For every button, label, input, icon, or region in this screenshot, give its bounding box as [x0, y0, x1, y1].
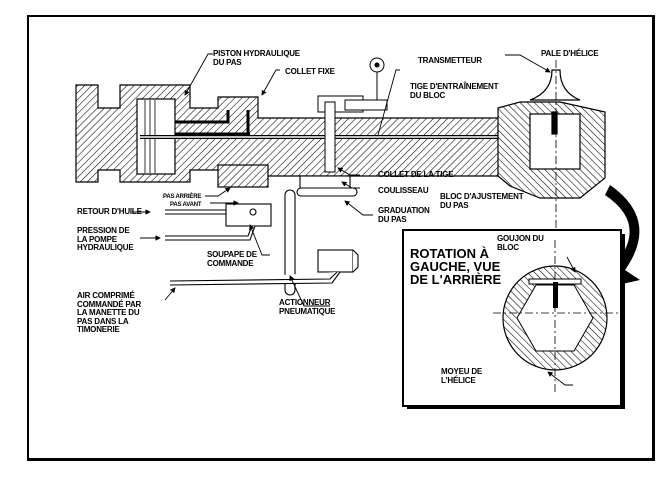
control-valve	[165, 175, 359, 296]
inset-title: ROTATION À GAUCHE, VUE DE L'ARRIÈRE	[410, 246, 502, 287]
figure-frame	[27, 15, 655, 461]
inset-panel	[402, 229, 625, 409]
label-collet-fixe: COLLET FIXE	[285, 67, 335, 76]
label-pale: PALE D'HÉLICE	[541, 49, 599, 58]
label-soupape: SOUPAPE DE COMMANDE	[207, 250, 257, 268]
transmitter	[317, 57, 388, 173]
label-air-comprime: AIR COMPRIMÉ COMMANDÉ PAR LA MANETTE DU …	[77, 291, 142, 334]
label-pression-pompe: PRESSION DE LA POMPE HYDRAULIQUE	[77, 226, 134, 252]
label-moyeu: MOYEU DE L'HÉLICE	[441, 367, 483, 385]
propeller-hub	[497, 60, 606, 245]
label-transmetteur: TRANSMETTEUR	[418, 56, 482, 65]
label-collet-tige: COLLET DE LA TIGE	[378, 170, 454, 179]
label-coulisseau: COULISSEAU	[378, 186, 429, 195]
label-tige: TIGE D'ENTRAÎNEMENT DU BLOC	[410, 82, 499, 100]
label-retour-huile: RETOUR D'HUILE	[77, 207, 142, 216]
label-graduation: GRADUATION DU PAS	[378, 206, 430, 224]
label-actionneur: ACTIONNEUR PNEUMATIQUE	[279, 298, 336, 316]
leader-lines	[132, 53, 576, 386]
drive-rod	[140, 110, 560, 139]
label-piston: PISTON HYDRAULIQUE DU PAS	[213, 49, 300, 67]
label-bloc-ajustement: BLOC D'AJUSTEMENT DU PAS	[440, 192, 524, 210]
label-pas-avant: PAS AVANT	[170, 202, 202, 208]
label-pas-arriere: PAS ARRIÈRE	[163, 194, 202, 200]
label-goujon: GOUJON DU BLOC	[497, 234, 544, 252]
